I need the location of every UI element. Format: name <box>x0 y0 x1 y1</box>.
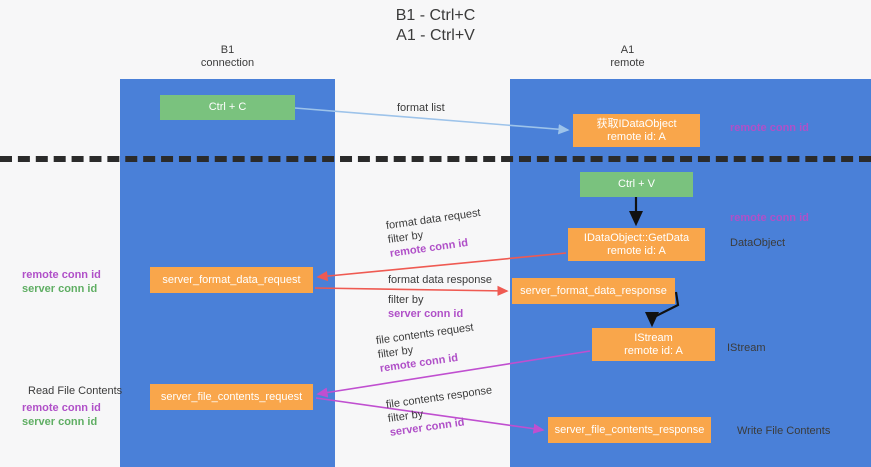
node-server-file-contents-request-label: server_file_contents_request <box>160 390 303 403</box>
node-idataobject-getdata-sub: remote id: A <box>607 244 666 257</box>
node-idataobject-getdata[interactable]: IDataObject::GetData remote id: A <box>568 228 705 261</box>
edge-file-contents-request <box>316 350 591 398</box>
node-server-file-contents-request[interactable]: server_file_contents_request <box>150 384 313 410</box>
filter-prefix: filter by <box>388 294 424 306</box>
edge-format-list <box>294 107 570 135</box>
node-idataobject-getdata-label: IDataObject::GetData <box>583 231 690 244</box>
annotation-left-remote-conn-id-bottom: remote conn id <box>22 402 101 414</box>
edge-label-format-data-response-line1: format data response <box>388 274 492 286</box>
node-server-format-data-request-label: server_format_data_request <box>162 273 301 286</box>
edge-response-to-istream <box>644 291 680 328</box>
annotation-dataobject: DataObject <box>730 237 786 249</box>
node-get-idataobject-label: 获取IDataObject <box>596 117 677 130</box>
node-ctrl-v-label: Ctrl + V <box>618 178 655 190</box>
node-get-idataobject[interactable]: 获取IDataObject remote id: A <box>573 114 700 147</box>
lane-header-b1: B1 connection <box>160 44 295 70</box>
filter-key-server-conn-id: server conn id <box>388 308 464 320</box>
annotation-remote-conn-id-mid: remote conn id <box>730 212 809 224</box>
edge-label-format-data-response: format data response filter by server co… <box>388 273 492 321</box>
lane-header-b1-role: connection <box>200 57 255 69</box>
edge-format-data-response <box>314 285 509 296</box>
edge-label-format-data-response-line2: filter by server conn id <box>388 293 492 321</box>
annotation-remote-conn-id-top: remote conn id <box>730 122 809 134</box>
annotation-istream: IStream <box>727 342 766 354</box>
edge-format-data-request <box>316 252 567 282</box>
node-ctrl-c-label: Ctrl + C <box>208 101 247 113</box>
lane-header-b1-name: B1 <box>220 44 235 56</box>
node-get-idataobject-sub: remote id: A <box>607 130 666 143</box>
annotation-left-conn-ids-bottom: remote conn id server conn id <box>22 401 101 429</box>
page-title: B1 - Ctrl+C A1 - Ctrl+V <box>0 6 871 46</box>
edge-label-format-list: format list <box>397 102 445 114</box>
annotation-left-remote-conn-id-mid: remote conn id <box>22 269 101 281</box>
lane-header-a1-role: remote <box>610 57 645 69</box>
node-server-format-data-response[interactable]: server_format_data_response <box>512 278 675 304</box>
annotation-left-server-conn-id-mid: server conn id <box>22 283 98 295</box>
node-istream-sub: remote id: A <box>624 344 683 357</box>
node-ctrl-v[interactable]: Ctrl + V <box>580 172 693 197</box>
title-line-2: A1 - Ctrl+V <box>396 27 475 44</box>
annotation-left-server-conn-id-bottom: server conn id <box>22 416 98 428</box>
annotation-write-file-contents: Write File Contents <box>737 425 831 437</box>
node-server-file-contents-response[interactable]: server_file_contents_response <box>548 417 711 443</box>
edge-file-contents-response <box>315 397 545 434</box>
node-istream[interactable]: IStream remote id: A <box>592 328 715 361</box>
node-server-file-contents-response-label: server_file_contents_response <box>554 423 705 436</box>
title-line-1: B1 - Ctrl+C <box>395 7 476 24</box>
phase-separator <box>0 156 871 162</box>
lane-header-a1-name: A1 <box>620 44 635 56</box>
node-server-format-data-response-label: server_format_data_response <box>520 284 667 297</box>
node-server-format-data-request[interactable]: server_format_data_request <box>150 267 313 293</box>
annotation-left-conn-ids-mid: remote conn id server conn id <box>22 268 101 296</box>
node-ctrl-c[interactable]: Ctrl + C <box>160 95 295 120</box>
node-istream-label: IStream <box>634 331 673 344</box>
annotation-read-file-contents: Read File Contents <box>28 385 123 397</box>
lane-header-a1: A1 remote <box>560 44 695 70</box>
